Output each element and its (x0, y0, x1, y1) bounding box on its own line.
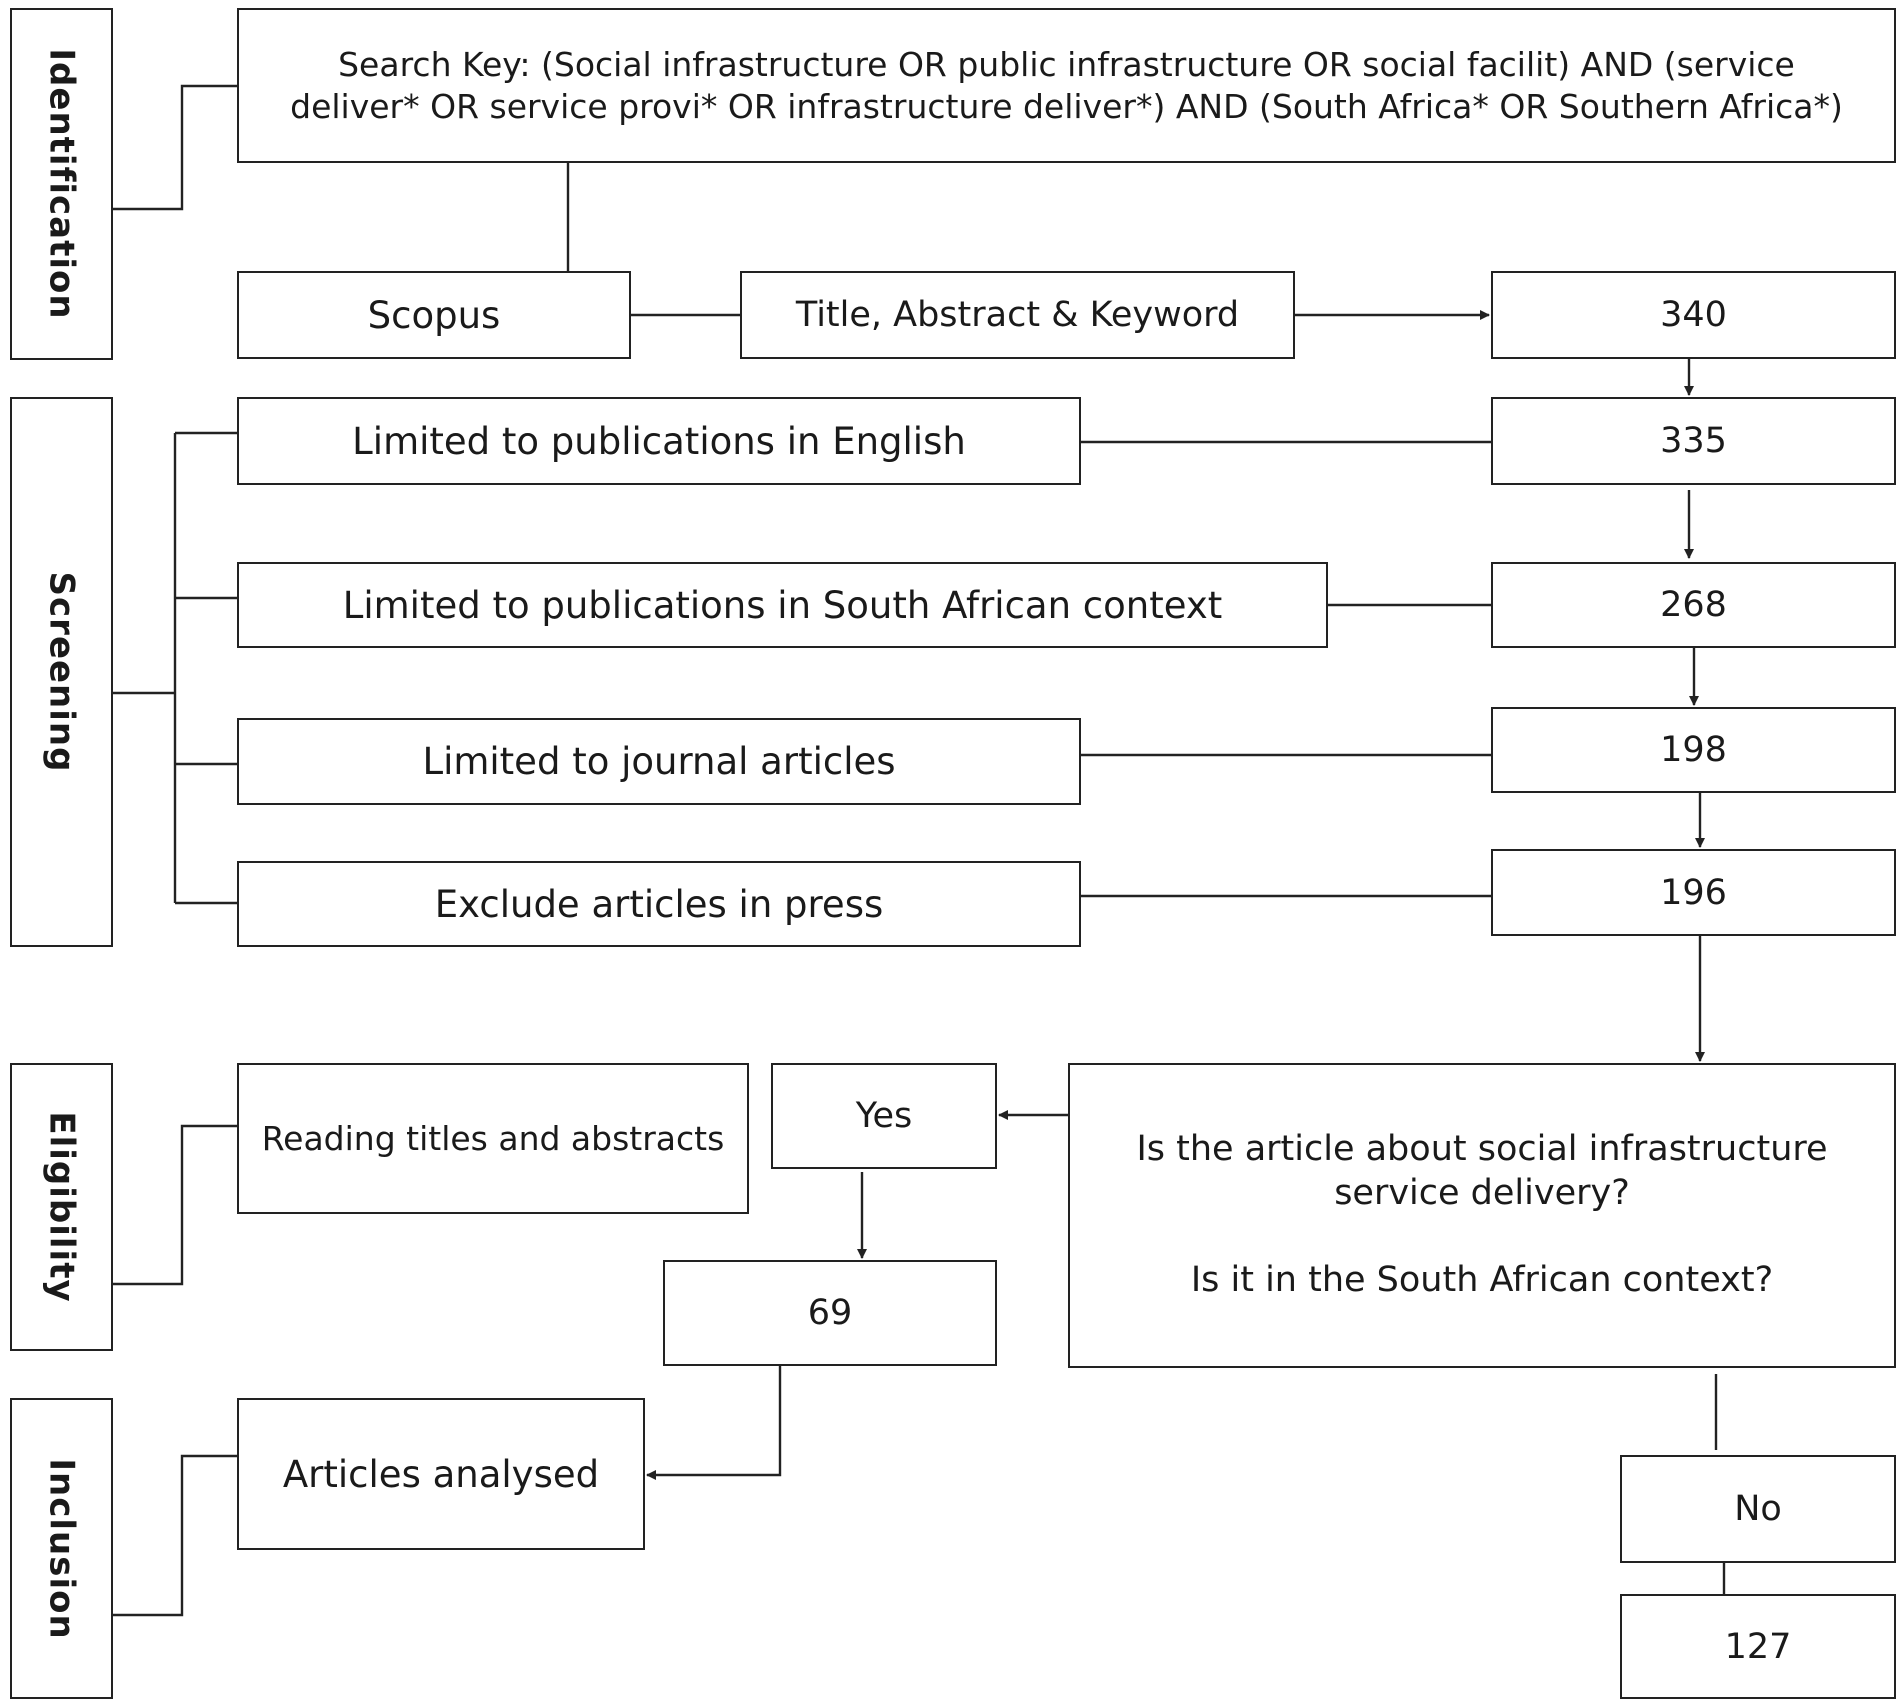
count-not-in-press: 196 (1660, 872, 1727, 913)
count-excluded-box: 127 (1620, 1594, 1896, 1699)
question-line1: Is the article about social infrastructu… (1136, 1128, 1828, 1169)
count-south-africa: 268 (1660, 585, 1727, 625)
count-not-in-press-box: 196 (1491, 849, 1896, 936)
search-key-line1: Search Key: (Social infrastructure OR pu… (338, 45, 1795, 85)
reading-label: Reading titles and abstracts (261, 1119, 725, 1158)
screen-english-label: Limited to publications in English (352, 419, 966, 463)
articles-analysed-box: Articles analysed (237, 1398, 645, 1550)
eligibility-bracket (113, 1124, 237, 1286)
scopus-label: Scopus (367, 293, 501, 337)
no-box: No (1620, 1455, 1896, 1563)
screen-south-africa-box: Limited to publications in South African… (237, 562, 1328, 648)
screen-south-africa-label: Limited to publications in South African… (342, 583, 1223, 627)
stage-identification-label: Identification (41, 48, 82, 320)
search-fields-label: Title, Abstract & Keyword (795, 295, 1240, 335)
no-label: No (1734, 1489, 1782, 1529)
yes-label: Yes (855, 1096, 913, 1136)
search-key-box: Search Key: (Social infrastructure OR pu… (237, 8, 1896, 163)
count-included: 69 (807, 1293, 853, 1333)
reading-box: Reading titles and abstracts (237, 1063, 749, 1214)
count-excluded: 127 (1724, 1626, 1792, 1667)
screen-english-box: Limited to publications in English (237, 397, 1081, 485)
screen-in-press-box: Exclude articles in press (237, 861, 1081, 947)
stage-screening: Screening (10, 397, 113, 947)
stage-screening-label: Screening (41, 571, 82, 773)
yes-box: Yes (771, 1063, 997, 1169)
screen-journal-box: Limited to journal articles (237, 718, 1081, 805)
search-key-line2: deliver* OR service provi* OR infrastruc… (290, 86, 1843, 126)
search-fields-box: Title, Abstract & Keyword (740, 271, 1295, 359)
question-line2: service delivery? (1334, 1172, 1630, 1213)
articles-analysed-label: Articles analysed (282, 1452, 600, 1496)
inclusion-bracket (113, 1454, 237, 1617)
count-south-africa-box: 268 (1491, 562, 1896, 648)
count-included-box: 69 (663, 1260, 997, 1366)
count-journal-box: 198 (1491, 707, 1896, 793)
question-box: Is the article about social infrastructu… (1068, 1063, 1896, 1368)
stage-inclusion-label: Inclusion (41, 1457, 82, 1640)
stage-eligibility-label: Eligibility (41, 1111, 82, 1303)
count-identified-box: 340 (1491, 271, 1896, 359)
count-journal: 198 (1660, 730, 1727, 770)
included-to-analysed (646, 1366, 782, 1480)
count-identified: 340 (1660, 295, 1727, 335)
stage-identification: Identification (10, 8, 113, 360)
stage-eligibility: Eligibility (10, 1063, 113, 1351)
screen-journal-label: Limited to journal articles (422, 740, 896, 783)
scopus-box: Scopus (237, 271, 631, 359)
identification-bracket (113, 84, 237, 211)
count-english-box: 335 (1491, 397, 1896, 485)
stage-inclusion: Inclusion (10, 1398, 113, 1699)
count-english: 335 (1660, 421, 1727, 461)
question-line3: Is it in the South African context? (1190, 1260, 1774, 1301)
screen-in-press-label: Exclude articles in press (434, 882, 884, 926)
